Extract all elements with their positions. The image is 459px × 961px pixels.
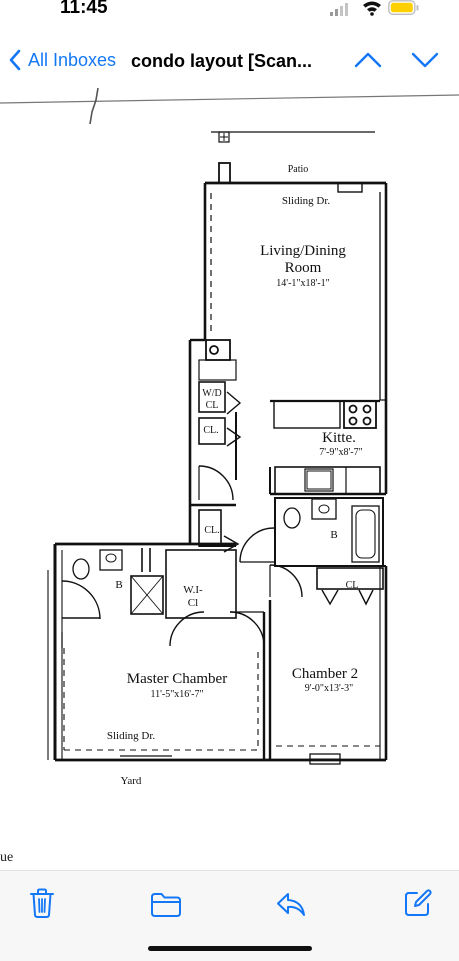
reply-icon[interactable] <box>276 891 306 919</box>
status-time: 11:45 <box>60 0 108 18</box>
attachment-floor-plan[interactable]: Patio Sliding Dr. Living/Dining Room 14'… <box>0 88 459 865</box>
yard-label: Yard <box>121 775 142 787</box>
chevron-left-icon <box>9 49 21 71</box>
chamber-2-closet-label: CL <box>346 580 359 591</box>
bathroom-1-label: B <box>115 579 122 591</box>
home-indicator <box>148 946 312 951</box>
chamber-2-dims: 9'-0"x13'-3" <box>305 683 353 694</box>
previous-message-button[interactable] <box>353 50 383 70</box>
trash-icon[interactable] <box>29 887 55 919</box>
signal-icon <box>330 3 348 16</box>
master-chamber-dims: 11'-5"x16'-7" <box>150 689 203 700</box>
compose-icon[interactable] <box>403 888 433 918</box>
nav-bar: All Inboxes condo layout [Scan... <box>0 40 459 84</box>
wd-closet-label-2: CL <box>206 400 219 411</box>
chamber-2-name: Chamber 2 <box>292 666 358 682</box>
sliding-door-bottom-label: Sliding Dr. <box>107 730 156 742</box>
next-message-button[interactable] <box>410 50 440 70</box>
patio-label: Patio <box>288 164 309 175</box>
partial-text: ue <box>0 850 14 865</box>
closet-label: CL. <box>203 425 218 436</box>
back-label: All Inboxes <box>28 49 117 70</box>
bathroom-2-label: B <box>330 529 337 541</box>
sliding-door-top-label: Sliding Dr. <box>282 195 331 207</box>
floor-plan-drawing: Patio Sliding Dr. Living/Dining Room 14'… <box>0 88 459 787</box>
living-room-name: Living/Dining <box>260 243 346 259</box>
living-room-name-2: Room <box>285 260 322 276</box>
wd-closet-label: W/D <box>202 388 221 399</box>
wifi-icon <box>363 1 381 16</box>
master-chamber-name: Master Chamber <box>127 671 227 687</box>
message-title: condo layout [Scan... <box>131 51 313 71</box>
bottom-toolbar <box>0 870 459 961</box>
folder-icon[interactable] <box>150 892 182 918</box>
walk-in-closet-label-2: Cl <box>188 597 198 609</box>
kitchen-dims: 7'-9"x8'-7" <box>319 447 362 458</box>
living-room-dims: 14'-1"x18'-1" <box>276 278 329 289</box>
status-bar: 11:45 <box>0 0 459 30</box>
walk-in-closet-label: W.I- <box>183 584 203 596</box>
kitchen-name: Kitte. <box>322 430 356 446</box>
hall-closet-label: CL. <box>204 525 219 536</box>
battery-icon <box>388 0 419 16</box>
back-button[interactable]: All Inboxes <box>8 49 116 71</box>
